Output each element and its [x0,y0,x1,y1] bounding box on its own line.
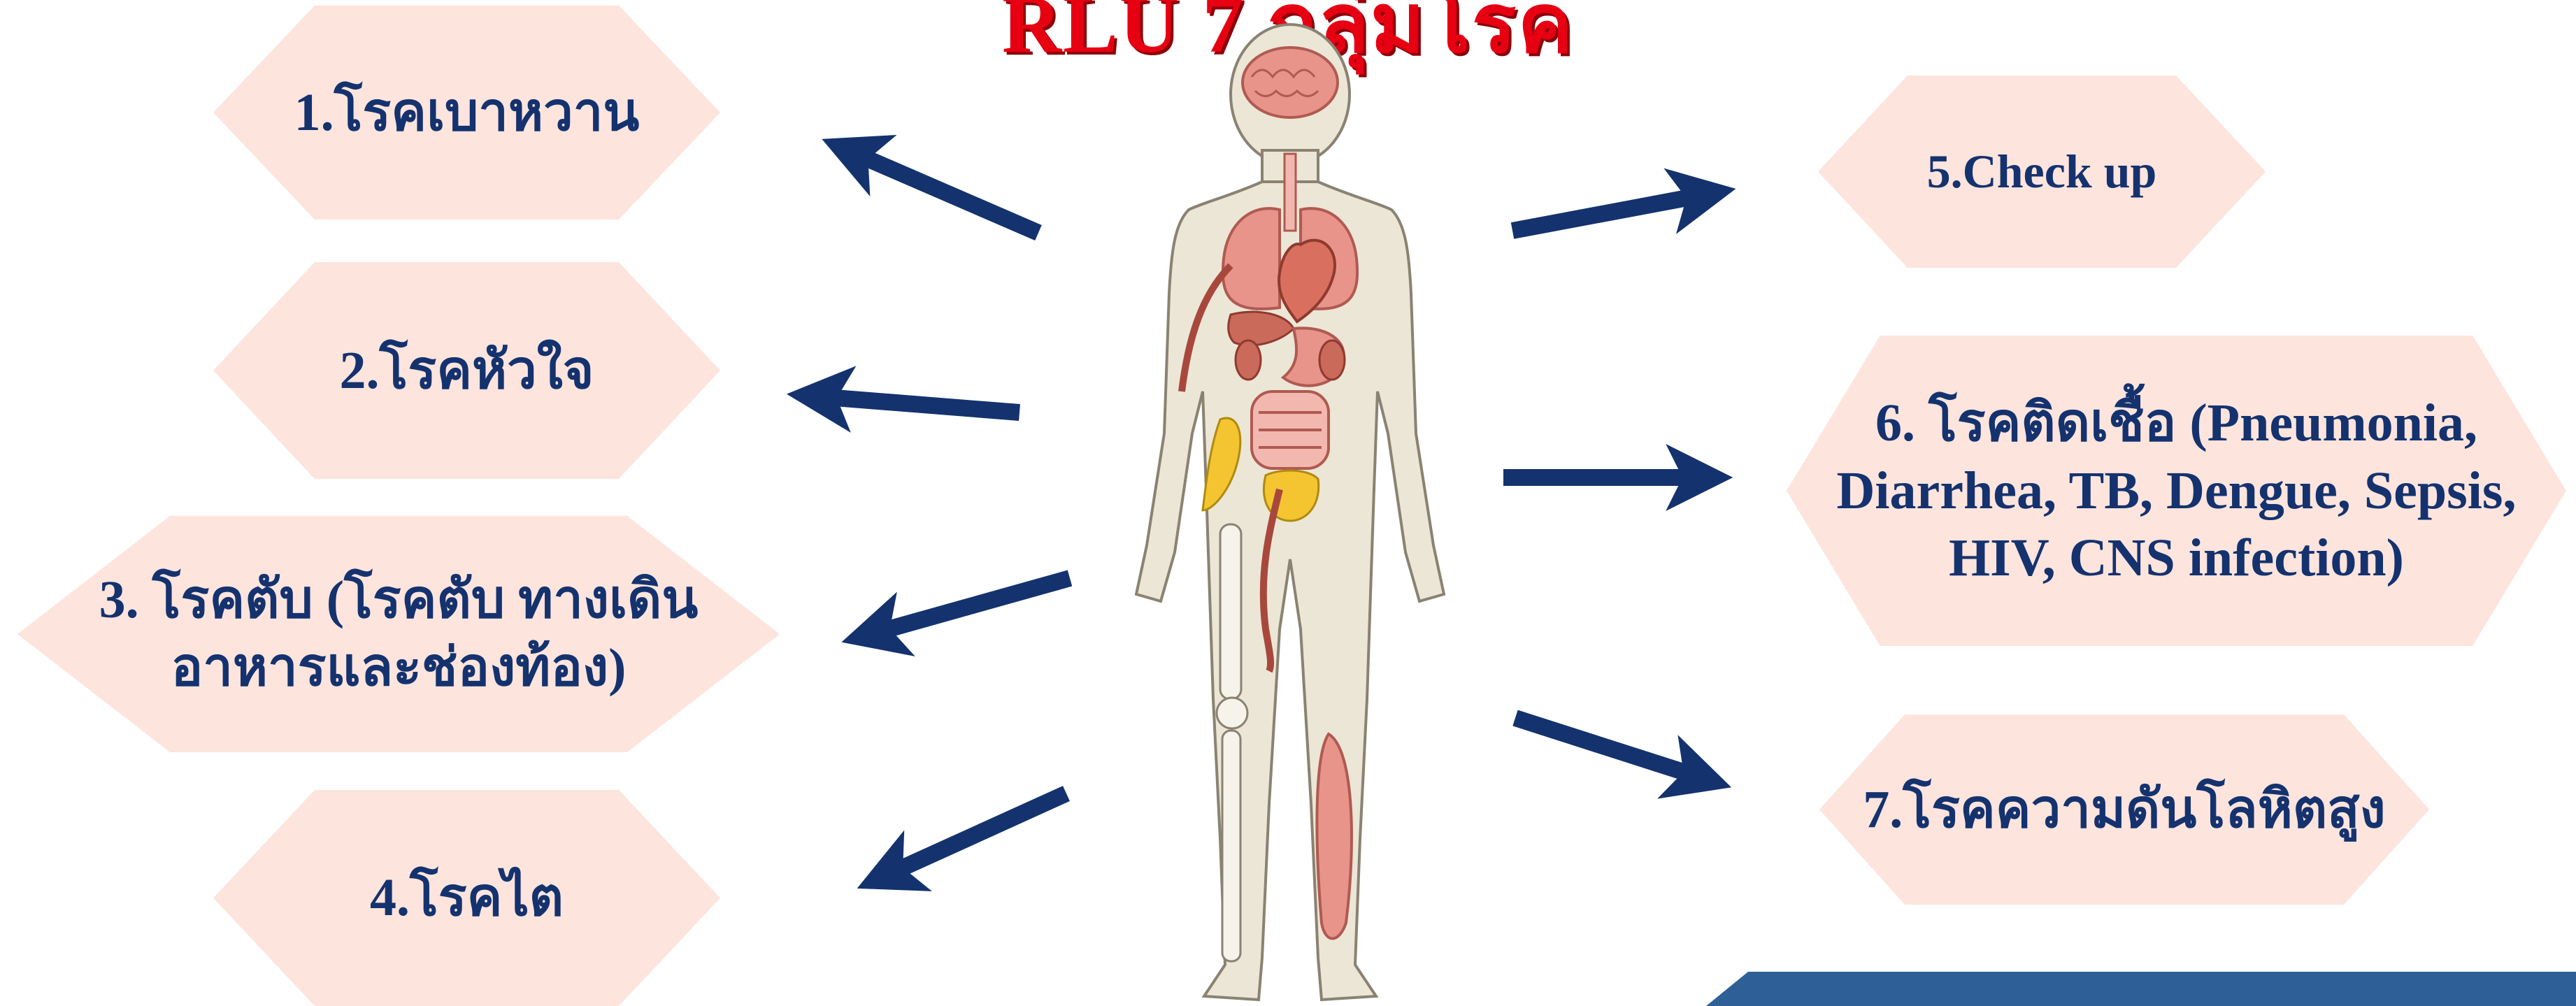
hex-box-checkup: 5.Check up [1818,76,2266,268]
box-label-line-3: HIV, CNS infection) [1837,524,2517,592]
box-label: 5.Check up [1927,141,2157,201]
arrow-to-diabetes [850,151,1038,233]
arrow-to-kidney [885,793,1066,876]
arrow-to-checkup [1512,194,1706,231]
hex-box-diabetes: 1.โรคเบาหวาน [213,6,720,220]
arrow-to-liver [871,578,1070,634]
box-label: 4.โรคไต [370,864,564,932]
box-label-line-1: 6. โรคติดเชื้อ (Pneumonia, [1837,389,2517,457]
footer-accent-bar [1706,972,2576,1006]
box-label: 1.โรคเบาหวาน [294,79,640,147]
hex-box-kidney-disease: 4.โรคไต [213,790,720,1006]
arrow-to-hypertension [1515,718,1703,778]
hex-box-liver-disease: 3. โรคตับ (โรคตับ ทางเดิน อาหารและช่องท้… [17,516,780,752]
hex-box-infectious-disease: 6. โรคติดเชื้อ (Pneumonia, Diarrhea, TB,… [1787,336,2566,646]
box-label-line-2: Diarrhea, TB, Dengue, Sepsis, [1837,457,2517,525]
box-label: 7.โรคความดันโลหิตสูง [1863,776,2385,844]
box-label-line-2: อาหารและช่องท้อง) [99,634,699,702]
hex-box-heart-disease: 2.โรคหัวใจ [213,262,720,479]
arrow-to-heart [817,396,1019,412]
hex-box-hypertension: 7.โรคความดันโลหิตสูง [1819,714,2429,905]
box-label: 2.โรคหัวใจ [340,337,594,405]
box-label-line-1: 3. โรคตับ (โรคตับ ทางเดิน [99,566,699,634]
